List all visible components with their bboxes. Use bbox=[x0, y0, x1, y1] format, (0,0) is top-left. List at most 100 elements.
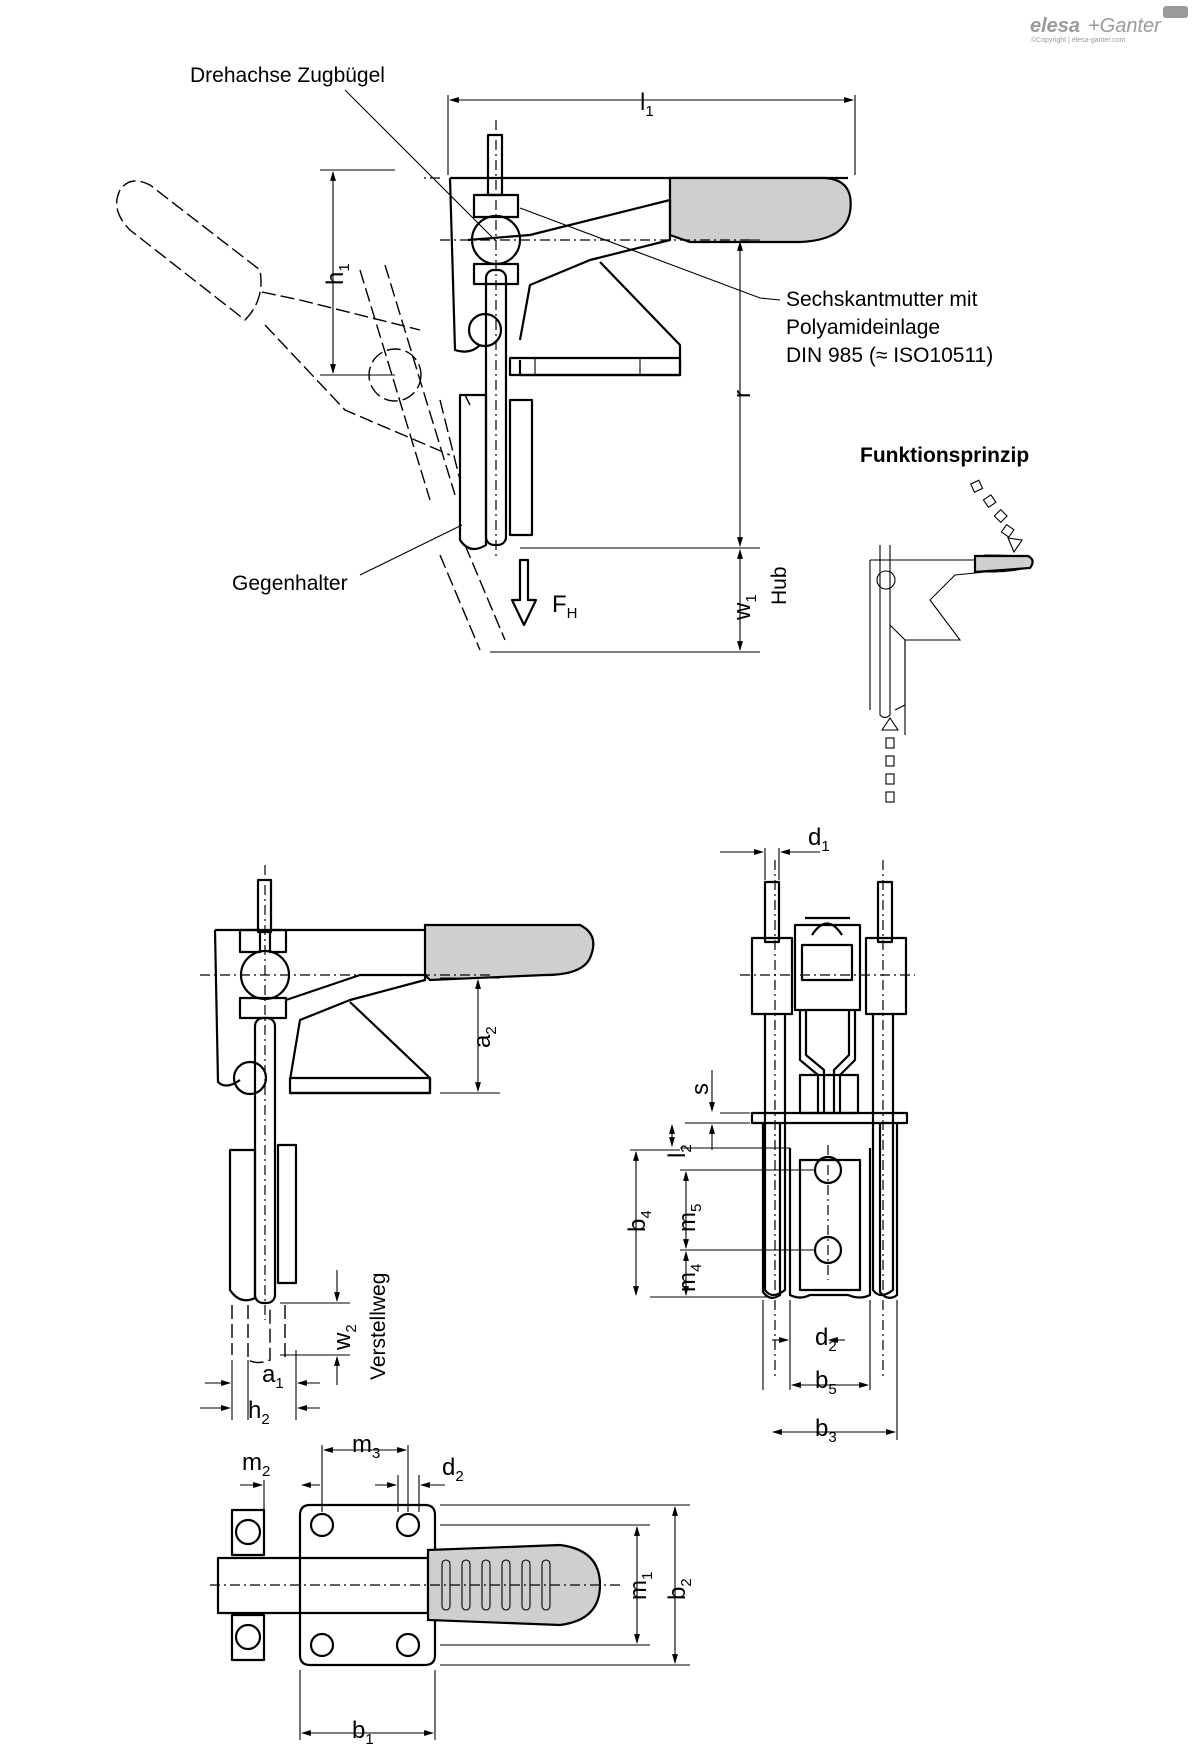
label-stroke: Hub bbox=[768, 566, 791, 605]
dim-b1: b1 bbox=[352, 1717, 374, 1748]
sv2-nut-upper-b bbox=[268, 928, 288, 954]
dim-m2: m2 bbox=[242, 1449, 270, 1480]
dim-m3: m3 bbox=[352, 1431, 380, 1462]
sv2-nut-upper bbox=[238, 928, 262, 954]
base-plate bbox=[508, 356, 682, 377]
dim-b2: b2 bbox=[664, 1578, 695, 1600]
counter-holder-body bbox=[458, 393, 488, 551]
brand-logo: elesa +Ganter ©Copyright | elesa-ganter.… bbox=[1030, 6, 1188, 44]
dim-b5: b5 bbox=[815, 1367, 837, 1398]
fv-rod-left bbox=[763, 1014, 787, 1297]
fv-thread-left bbox=[763, 880, 781, 944]
tv-nut-top bbox=[230, 1508, 266, 1557]
fv-ball-block bbox=[800, 943, 854, 982]
fv-baseplate bbox=[750, 1111, 909, 1125]
ce-badge-icon bbox=[1163, 6, 1188, 18]
tv-hole-3 bbox=[309, 1632, 335, 1658]
tv-nut-bottom bbox=[230, 1613, 266, 1662]
tv-hole-1 bbox=[309, 1512, 335, 1538]
dim-b4: b4 bbox=[624, 1210, 655, 1232]
ghost-rod-a bbox=[359, 269, 431, 501]
fv-lever-inner bbox=[804, 1010, 851, 1113]
fp-grip bbox=[973, 554, 1034, 574]
front-view: d1 s l2 m5 m4 b4 d2 b5 b3 bbox=[624, 824, 915, 1446]
leader-pivot bbox=[344, 89, 496, 241]
label-function-principle: Funktionsprinzip bbox=[860, 444, 1029, 467]
tv-baseplate bbox=[298, 1503, 437, 1667]
fv-hinge-block bbox=[798, 1073, 860, 1115]
sv2-holder-plate bbox=[276, 1143, 298, 1285]
tv-nut-bottom-hole bbox=[234, 1623, 262, 1651]
sv2-baseplate bbox=[288, 1076, 432, 1095]
sv2-lever bbox=[285, 973, 427, 1081]
fv-nut-right bbox=[864, 936, 908, 1016]
fv-counter-holder bbox=[788, 1148, 872, 1299]
dim-s: s bbox=[687, 1083, 714, 1095]
tv-hole-4 bbox=[395, 1632, 421, 1658]
dim-FH: FH bbox=[552, 591, 578, 622]
dim-m4: m4 bbox=[674, 1264, 705, 1292]
fv-nut-left bbox=[750, 936, 794, 1016]
leader-counter-holder bbox=[359, 524, 463, 576]
dim-a2: a2 bbox=[469, 1026, 500, 1048]
tv-nut-top-hole bbox=[234, 1518, 262, 1546]
dim-a1: a1 bbox=[262, 1361, 284, 1392]
fv-strap-right bbox=[878, 1123, 899, 1299]
sv2-nut-lower bbox=[238, 996, 288, 1020]
dim-d1: d1 bbox=[808, 824, 830, 855]
counter-holder-plate bbox=[508, 398, 534, 537]
ghost-arm-outline bbox=[261, 291, 421, 331]
pivot-pin bbox=[467, 312, 503, 348]
dim-d2-top: d2 bbox=[442, 1454, 464, 1485]
label-nut-3: DIN 985 (≈ ISO10511) bbox=[786, 344, 993, 367]
ghost-rod-tip bbox=[439, 544, 506, 651]
fp-holder bbox=[894, 640, 906, 711]
fv-lever-plates bbox=[798, 1010, 857, 1113]
dim-d2-front: d2 bbox=[815, 1324, 837, 1355]
dim-b3: b3 bbox=[815, 1415, 837, 1446]
label-adjustment: Verstellweg bbox=[367, 1273, 390, 1380]
ghost-arm-lower bbox=[264, 324, 451, 456]
label-nut-2: Polyamideinlage bbox=[786, 316, 940, 339]
sv2-handle-grip bbox=[423, 923, 595, 982]
brand-name-part1: elesa bbox=[1030, 15, 1080, 37]
brand-copyright: ©Copyright | elesa-ganter.com bbox=[1031, 36, 1126, 44]
label-pivot: Drehachse Zugbügel bbox=[190, 64, 385, 87]
fv-bridge-top bbox=[805, 916, 850, 936]
sv2-pin bbox=[232, 1060, 268, 1096]
label-nut-1: Sechskantmutter mit bbox=[786, 288, 978, 311]
leader-nut bbox=[519, 207, 781, 301]
function-principle-view: Funktionsprinzip bbox=[860, 444, 1034, 803]
thread-rod-top bbox=[486, 133, 504, 197]
dim-w2: w2 bbox=[329, 1324, 360, 1351]
dim-w1: w1 bbox=[729, 594, 760, 621]
fv-thread-right bbox=[876, 880, 894, 944]
dim-m5: m5 bbox=[674, 1204, 705, 1232]
sv2-adjust-ghost bbox=[231, 1305, 286, 1364]
dim-h1: h1 bbox=[322, 263, 353, 285]
force-arrow-icon bbox=[510, 558, 538, 627]
dim-l2: l2 bbox=[664, 1144, 695, 1158]
side-view-2: a2 w2 Verstellweg a1 h2 bbox=[200, 865, 595, 1428]
label-counter-holder: Gegenhalter bbox=[232, 572, 348, 595]
fp-push-arrow-icon bbox=[880, 717, 900, 803]
ghost-handle-outline bbox=[116, 180, 262, 321]
top-view: m2 m3 d2 m1 b2 b1 bbox=[210, 1431, 695, 1748]
fv-holder-plate bbox=[798, 1158, 862, 1292]
fv-strap-left bbox=[761, 1123, 782, 1299]
sv2-holder bbox=[228, 1148, 257, 1302]
brand-name-part2: +Ganter bbox=[1088, 15, 1162, 37]
tv-hole-2 bbox=[395, 1512, 421, 1538]
fp-ball bbox=[876, 570, 896, 590]
main-side-view: l1 h1 r w1 Hub FH Drehachse Zugbügel Sec… bbox=[116, 64, 993, 653]
fv-bridge bbox=[793, 923, 862, 1012]
fp-rod bbox=[879, 545, 891, 719]
fp-open-arrow-icon bbox=[969, 479, 1023, 554]
clamp-handle-grip bbox=[668, 176, 852, 244]
dim-m1: m1 bbox=[625, 1572, 656, 1600]
dim-l1: l1 bbox=[640, 89, 654, 120]
ghost-counter-holder bbox=[439, 394, 471, 481]
dim-r: r bbox=[729, 390, 756, 398]
dim-h2: h2 bbox=[248, 1397, 270, 1428]
